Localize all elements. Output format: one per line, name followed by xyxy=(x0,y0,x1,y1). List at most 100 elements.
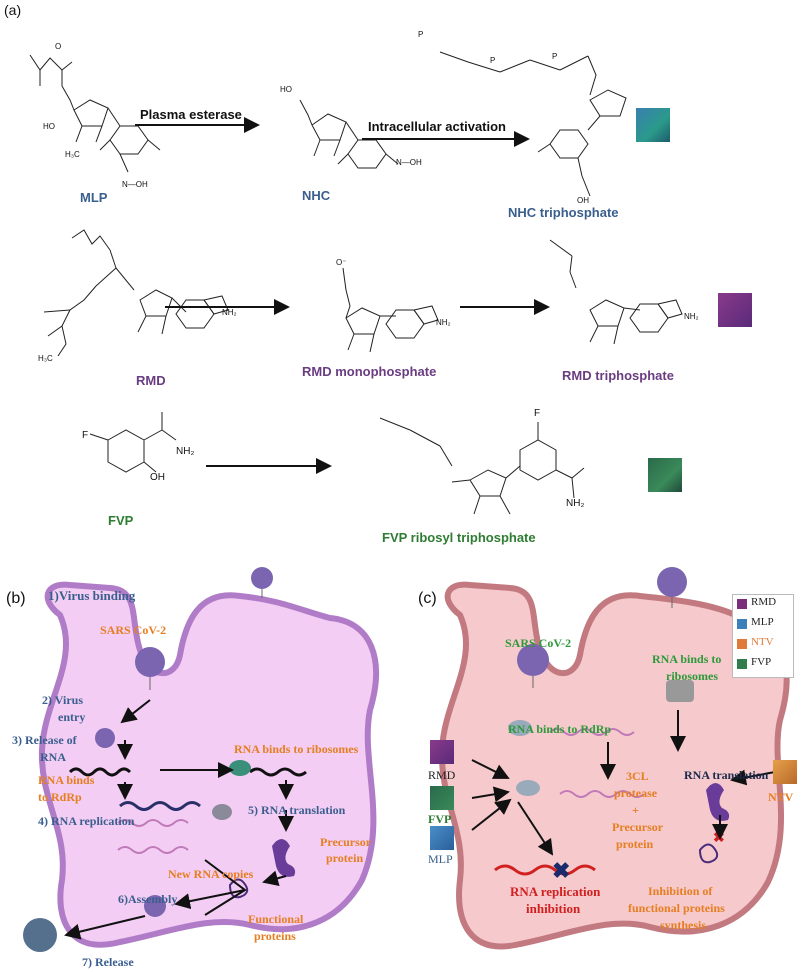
c-rdrp: RNA binds to RdRp xyxy=(508,722,612,736)
rdrp-enzyme-2 xyxy=(516,780,540,796)
atom-nhoh: N—OH xyxy=(122,180,148,189)
atom-f2: F xyxy=(534,408,541,419)
c-translation: RNA translation xyxy=(684,768,769,782)
inhibition-x-replication: ✖ xyxy=(552,858,570,883)
b-rna-binds-2: to RdRp xyxy=(38,790,82,804)
step-assembly: 6)Assembly xyxy=(118,892,178,906)
c-inhibition-2: inhibition xyxy=(526,901,581,916)
fvp-rtp-structure xyxy=(379,417,585,515)
step-virus-binding: 1)Virus binding xyxy=(48,588,136,603)
atom-nh2-rmd: NH₂ xyxy=(222,308,237,317)
c-mlp: MLP xyxy=(428,852,453,866)
label-intracellular-activation: Intracellular activation xyxy=(368,119,506,134)
legend-swatch-rmd xyxy=(737,599,747,609)
legend-ntv: NTV xyxy=(751,636,774,648)
legend-fvp: FVP xyxy=(751,656,772,668)
step-replication: 4) RNA replication xyxy=(38,814,135,828)
label-rmd: RMD xyxy=(136,373,166,388)
c-func-2: functional proteins xyxy=(628,901,725,915)
step-virus-entry-2: entry xyxy=(58,710,86,724)
c-inhibition-1: RNA replication xyxy=(510,884,601,899)
atom-nhoh2: N—OH xyxy=(396,158,422,167)
rmd-structure xyxy=(43,229,229,357)
c-protease-2: protease xyxy=(614,786,658,800)
label-nhc-triphosphate: NHC triphosphate xyxy=(508,205,619,220)
ribosome-c xyxy=(666,680,694,702)
functional-protein xyxy=(228,878,249,899)
step-release-1: 3) Release of xyxy=(12,733,77,747)
panel-a-structures xyxy=(29,51,683,515)
precursor-protein-c xyxy=(706,783,730,821)
c-rmd: RMD xyxy=(428,768,456,782)
c-func-3: synthesis xyxy=(660,918,707,932)
label-fvp-ribosyl-triphosphate: FVP ribosyl triphosphate xyxy=(382,530,536,545)
rdrp-enzyme xyxy=(508,720,532,736)
c-ntv-square xyxy=(773,760,797,784)
legend-swatch-ntv xyxy=(737,639,747,649)
b-new-copies: New RNA copies xyxy=(168,867,254,881)
atom-nh2-fvprtp: NH₂ xyxy=(566,498,585,509)
step-release-7: 7) Release xyxy=(82,955,134,969)
c-protease-3: + xyxy=(632,803,639,817)
atom-h3c: H₃C xyxy=(65,150,80,159)
legend-mlp: MLP xyxy=(751,616,774,628)
mlp-structure xyxy=(29,54,161,173)
virus-binding xyxy=(135,647,165,690)
virus-release xyxy=(23,918,57,952)
atom-nh2-rmdmp: NH₂ xyxy=(436,318,451,327)
inhibition-x-protein: ✖ xyxy=(713,829,725,845)
step-virus-entry-1: 2) Virus xyxy=(42,693,84,707)
panel-a-label: (a) xyxy=(4,2,22,18)
b-functional-1: Functional xyxy=(248,912,304,926)
atom-h3c-rmd: H₃C xyxy=(38,354,53,363)
rmd-color-square xyxy=(718,293,752,327)
step-release-2: RNA xyxy=(40,750,66,764)
atom-p3: P xyxy=(552,52,558,61)
ribosome-2 xyxy=(212,804,232,820)
atom-p1: P xyxy=(418,30,424,39)
c-ribo-1: RNA binds to xyxy=(652,652,722,666)
legend-swatch-mlp xyxy=(737,619,747,629)
b-precursor-1: Precursor xyxy=(320,835,372,849)
b-rna-binds-1: RNA binds xyxy=(38,773,95,787)
atom-nh2-fvp: NH₂ xyxy=(176,446,195,457)
fvp-color-square xyxy=(648,458,682,492)
nhc-tp-structure xyxy=(439,51,627,197)
atom-ho2: HO xyxy=(280,85,292,94)
b-sars-label: SARS CoV-2 xyxy=(100,623,167,637)
virus-assembly xyxy=(144,895,166,917)
legend-rmd: RMD xyxy=(751,596,777,608)
rmd-tp-structure xyxy=(549,239,683,345)
precursor-protein xyxy=(272,839,296,877)
c-protease-1: 3CL xyxy=(626,769,649,783)
fvp-structure xyxy=(89,412,177,473)
atom-f: F xyxy=(82,430,89,441)
nhc-color-square xyxy=(636,108,670,142)
atom-oh-fvp: OH xyxy=(150,472,165,483)
legend-box: RMD MLP NTV FVP xyxy=(732,594,794,678)
c-func-1: Inhibition of xyxy=(648,884,713,898)
label-plasma-esterase: Plasma esterase xyxy=(140,107,242,122)
c-protease-4: Precursor xyxy=(612,820,664,834)
b-precursor-2: protein xyxy=(326,851,364,865)
b-ribosomes: RNA binds to ribosomes xyxy=(234,742,359,756)
panel-b-cell xyxy=(23,567,379,952)
rmd-mp-structure xyxy=(342,267,439,353)
label-rmd-triphosphate: RMD triphosphate xyxy=(562,368,674,383)
atom-p2: P xyxy=(490,56,496,65)
label-fvp: FVP xyxy=(108,513,134,528)
c-fvp-square xyxy=(430,786,454,810)
c-sars: SARS CoV-2 xyxy=(505,636,572,650)
virus-top xyxy=(251,567,273,598)
c-fvp: FVP xyxy=(428,812,452,826)
c-rmd-square xyxy=(430,740,454,764)
atom-ho: HO xyxy=(43,122,55,131)
virus-entry xyxy=(95,728,115,748)
atom-oh-nhctp: OH xyxy=(577,196,589,205)
panel-b-label: (b) xyxy=(6,590,26,607)
label-rmd-monophosphate: RMD monophosphate xyxy=(302,364,437,379)
ribosome xyxy=(229,760,251,776)
atom-o: O xyxy=(55,42,62,51)
atom-nh2-rmdtp: NH₂ xyxy=(684,312,699,321)
panel-c-label: (c) xyxy=(418,590,437,607)
